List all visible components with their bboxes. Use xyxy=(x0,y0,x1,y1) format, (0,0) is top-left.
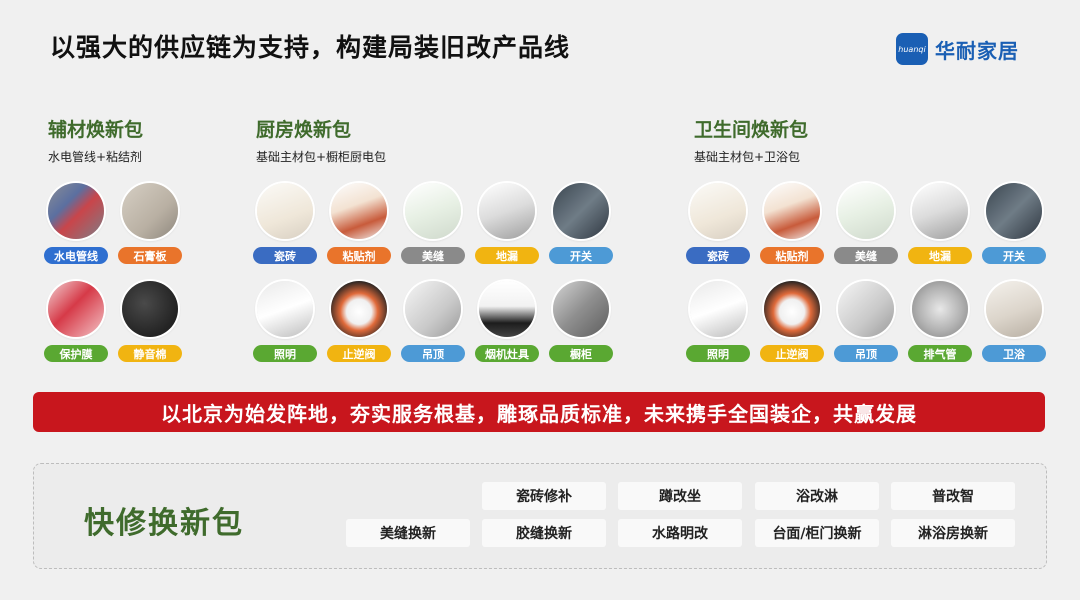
product-item-floor-drain[interactable]: 地漏 xyxy=(908,183,972,267)
logo-text: 华耐家居 xyxy=(935,38,1019,63)
package-title-bathroom: 卫生间焕新包 xyxy=(694,119,809,141)
product-label: 开关 xyxy=(982,247,1046,264)
product-item-bath-fixtures[interactable]: 卫浴 xyxy=(982,281,1046,365)
quick-repair-option[interactable]: 蹲改坐 xyxy=(618,482,742,510)
product-item-tile[interactable]: 瓷砖 xyxy=(686,183,750,267)
bath-fixtures-image xyxy=(986,281,1042,337)
tile-image xyxy=(690,183,746,239)
product-label: 止逆阀 xyxy=(760,345,824,362)
product-item-range-hood[interactable]: 烟机灶具 xyxy=(475,281,539,365)
product-item-tile[interactable]: 瓷砖 xyxy=(253,183,317,267)
pipes-image xyxy=(48,183,104,239)
product-item-protective-film[interactable]: 保护膜 xyxy=(44,281,108,365)
grout-image xyxy=(405,183,461,239)
product-item-ceiling[interactable]: 吊顶 xyxy=(401,281,465,365)
package-subtitle-kitchen: 基础主材包+橱柜厨电包 xyxy=(256,150,387,164)
exhaust-pipe-image xyxy=(912,281,968,337)
ceiling-image xyxy=(405,281,461,337)
check-valve-image xyxy=(764,281,820,337)
product-label: 静音棉 xyxy=(118,345,182,362)
grout-image xyxy=(838,183,894,239)
product-label: 止逆阀 xyxy=(327,345,391,362)
quick-repair-option[interactable]: 淋浴房换新 xyxy=(891,519,1015,547)
product-label: 地漏 xyxy=(908,247,972,264)
cabinet-image xyxy=(553,281,609,337)
switch-image xyxy=(553,183,609,239)
product-label: 粘贴剂 xyxy=(327,247,391,264)
switch-image xyxy=(986,183,1042,239)
product-item-gypsum-board[interactable]: 石膏板 xyxy=(118,183,182,267)
adhesive-image xyxy=(331,183,387,239)
product-item-grout[interactable]: 美缝 xyxy=(401,183,465,267)
page-title: 以强大的供应链为支持，构建局装旧改产品线 xyxy=(50,33,571,62)
lighting-image xyxy=(257,281,313,337)
product-label: 吊顶 xyxy=(834,345,898,362)
product-label: 烟机灶具 xyxy=(475,345,539,362)
product-label: 瓷砖 xyxy=(253,247,317,264)
floor-drain-image xyxy=(479,183,535,239)
quick-repair-option[interactable]: 瓷砖修补 xyxy=(482,482,606,510)
product-label: 瓷砖 xyxy=(686,247,750,264)
product-item-check-valve[interactable]: 止逆阀 xyxy=(760,281,824,365)
product-item-lighting[interactable]: 照明 xyxy=(686,281,750,365)
quick-repair-option[interactable]: 台面/柜门换新 xyxy=(755,519,879,547)
check-valve-image xyxy=(331,281,387,337)
product-label: 照明 xyxy=(253,345,317,362)
package-title-kitchen: 厨房焕新包 xyxy=(256,119,352,141)
acoustic-foam-image xyxy=(122,281,178,337)
product-label: 照明 xyxy=(686,345,750,362)
package-subtitle-accessories: 水电管线+粘结剂 xyxy=(48,150,143,164)
quick-repair-option[interactable]: 美缝换新 xyxy=(346,519,470,547)
product-item-adhesive[interactable]: 粘贴剂 xyxy=(327,183,391,267)
package-subtitle-bathroom: 基础主材包+卫浴包 xyxy=(694,150,801,164)
quick-repair-panel: 快修换新包 瓷砖修补 蹲改坐 浴改淋 普改智 美缝换新 胶缝换新 水路明改 台面… xyxy=(33,463,1047,569)
floor-drain-image xyxy=(912,183,968,239)
product-item-lighting[interactable]: 照明 xyxy=(253,281,317,365)
lighting-image xyxy=(690,281,746,337)
mission-banner: 以北京为始发阵地，夯实服务根基，雕琢品质标准，未来携手全国装企，共赢发展 xyxy=(33,392,1045,432)
product-label: 美缝 xyxy=(401,247,465,264)
product-item-exhaust-pipe[interactable]: 排气管 xyxy=(908,281,972,365)
quick-repair-title: 快修换新包 xyxy=(84,506,244,541)
ceiling-image xyxy=(838,281,894,337)
logo-icon: huanqi xyxy=(896,33,928,65)
product-item-switch[interactable]: 开关 xyxy=(982,183,1046,267)
product-label: 卫浴 xyxy=(982,345,1046,362)
product-label: 开关 xyxy=(549,247,613,264)
product-item-pipes[interactable]: 水电管线 xyxy=(44,183,108,267)
product-label: 美缝 xyxy=(834,247,898,264)
gypsum-board-image xyxy=(122,183,178,239)
product-item-floor-drain[interactable]: 地漏 xyxy=(475,183,539,267)
quick-repair-option[interactable]: 胶缝换新 xyxy=(482,519,606,547)
product-label: 粘贴剂 xyxy=(760,247,824,264)
product-label: 石膏板 xyxy=(118,247,182,264)
product-label: 排气管 xyxy=(908,345,972,362)
product-label: 保护膜 xyxy=(44,345,108,362)
product-label: 吊顶 xyxy=(401,345,465,362)
tile-image xyxy=(257,183,313,239)
product-item-acoustic-foam[interactable]: 静音棉 xyxy=(118,281,182,365)
product-label: 橱柜 xyxy=(549,345,613,362)
product-item-switch[interactable]: 开关 xyxy=(549,183,613,267)
quick-repair-option[interactable]: 水路明改 xyxy=(618,519,742,547)
product-item-cabinet[interactable]: 橱柜 xyxy=(549,281,613,365)
product-item-ceiling[interactable]: 吊顶 xyxy=(834,281,898,365)
protective-film-image xyxy=(48,281,104,337)
adhesive-image xyxy=(764,183,820,239)
package-title-accessories: 辅材焕新包 xyxy=(48,119,144,141)
product-item-check-valve[interactable]: 止逆阀 xyxy=(327,281,391,365)
range-hood-image xyxy=(479,281,535,337)
product-label: 地漏 xyxy=(475,247,539,264)
quick-repair-option[interactable]: 浴改淋 xyxy=(755,482,879,510)
quick-repair-option[interactable]: 普改智 xyxy=(891,482,1015,510)
product-label: 水电管线 xyxy=(44,247,108,264)
product-item-grout[interactable]: 美缝 xyxy=(834,183,898,267)
product-item-adhesive[interactable]: 粘贴剂 xyxy=(760,183,824,267)
brand-logo: huanqi 华耐家居 xyxy=(896,33,1019,65)
